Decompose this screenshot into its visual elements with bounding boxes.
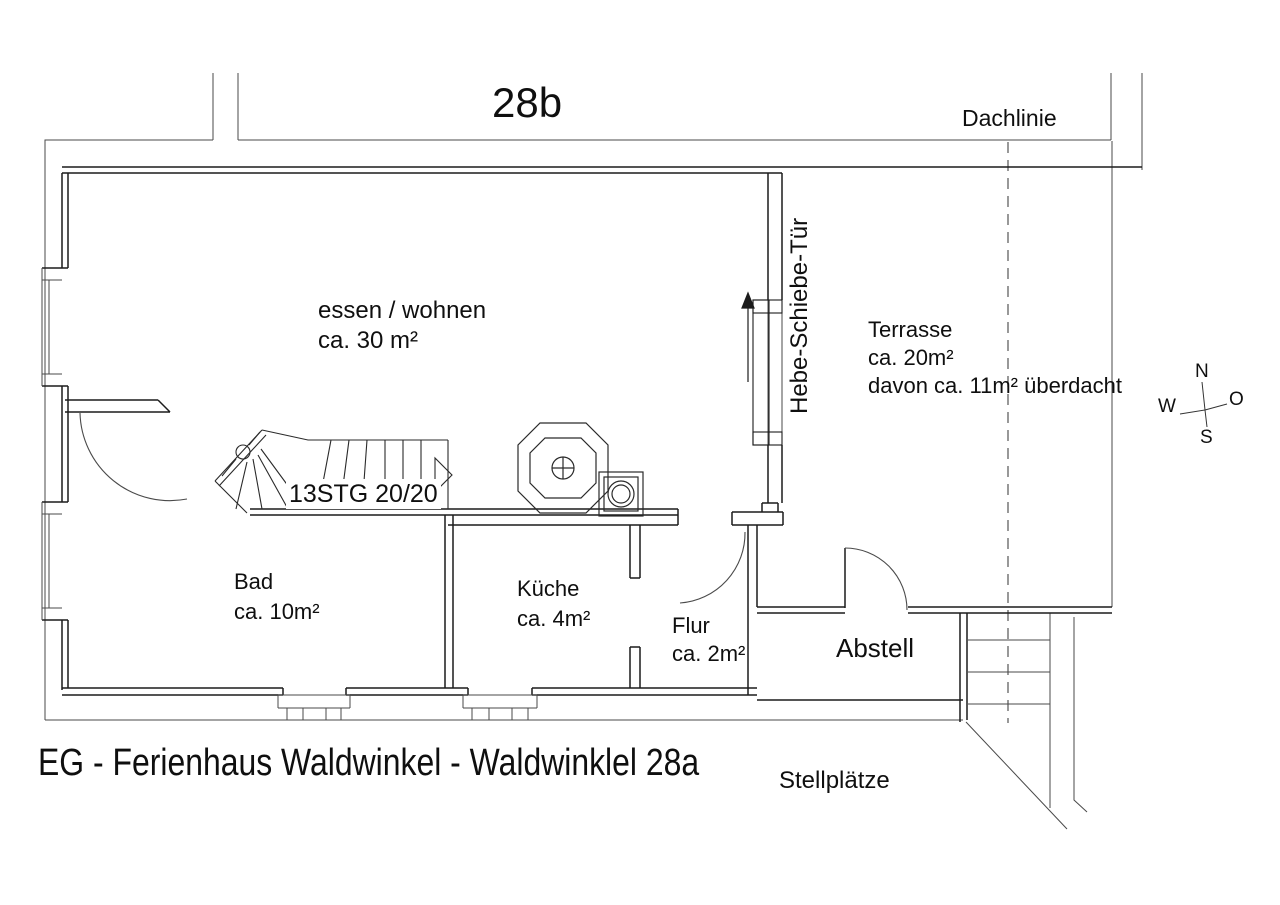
compass-west-label: W <box>1158 396 1176 417</box>
sliding-door-label: Hebe-Schiebe-Tür <box>786 217 813 414</box>
staircase <box>214 429 453 514</box>
stairs-direction-arrow <box>434 456 453 494</box>
roof-line-label: Dachlinie <box>962 105 1057 131</box>
room-name-living: essen / wohnen <box>318 297 487 324</box>
room-label-hall: Flur ca. 2m² <box>672 612 745 668</box>
room-area-kitchen: ca. 4m² <box>517 606 591 631</box>
plan-title: EG - Ferienhaus Waldwinkel - Waldwinklel… <box>38 742 700 784</box>
outer-boundary <box>44 73 1143 721</box>
exterior-steps <box>965 613 1088 830</box>
room-label-storage: Abstell <box>836 633 915 663</box>
stove-fixture <box>517 422 609 514</box>
room-label-living: essen / wohnen ca. 30 m² <box>318 296 486 356</box>
room-note-terrace: davon ca. 11m² überdacht <box>868 373 1122 398</box>
room-area-bath: ca. 10m² <box>234 599 320 624</box>
room-area-terrace: ca. 20m² <box>868 345 954 370</box>
window-symbols <box>41 268 538 721</box>
room-area-living: ca. 30 m² <box>318 327 419 354</box>
room-name-terrace: Terrasse <box>868 317 953 342</box>
parking-label: Stellplätze <box>779 767 890 794</box>
room-name-hall: Flur <box>672 613 710 638</box>
building-walls <box>42 166 1142 722</box>
room-name-kitchen: Küche <box>517 576 580 601</box>
room-name-bath: Bad <box>234 569 274 594</box>
sink-fixture <box>598 471 644 517</box>
compass-north-label: N <box>1195 361 1209 382</box>
compass-lines <box>1179 381 1228 428</box>
sliding-door <box>752 299 783 446</box>
sliding-door-direction-arrow <box>741 291 755 382</box>
compass-south-label: S <box>1200 427 1213 448</box>
door-swing-arcs <box>79 412 908 611</box>
room-label-bath: Bad ca. 10m² <box>234 567 320 627</box>
room-label-terrace: Terrasse ca. 20m² davon ca. 11m² überdac… <box>868 316 1122 400</box>
room-label-kitchen: Küche ca. 4m² <box>517 574 590 634</box>
room-area-hall: ca. 2m² <box>672 641 746 666</box>
stairs-label: 13STG 20/20 <box>286 479 441 509</box>
compass-east-label: O <box>1229 389 1244 410</box>
neighbor-house-label: 28b <box>492 79 563 126</box>
